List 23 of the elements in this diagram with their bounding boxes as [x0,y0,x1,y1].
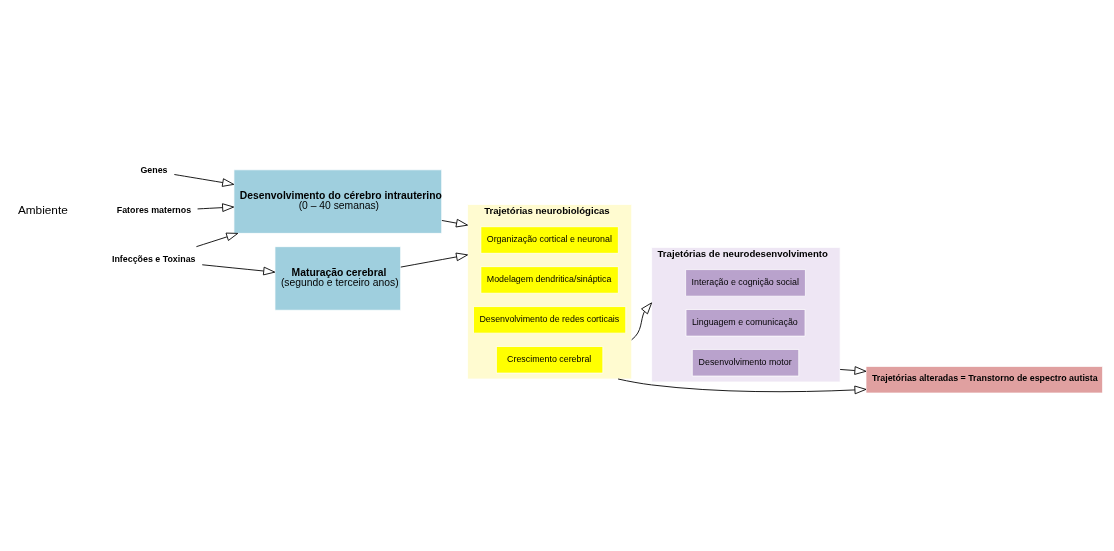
node-box: Modelagem dendritica/sináptica [480,266,619,294]
arrow [195,232,239,248]
arrow [400,252,468,268]
arrow [839,366,867,375]
arrow [173,174,235,187]
arrow [201,264,276,276]
node-box: Desenvolvimento de redes corticais [473,306,627,334]
node-box: Organização cortical e neuronal [480,226,619,254]
node-text: Genes [140,164,168,175]
arrow [631,302,653,341]
node-box: Interação e cognição social [685,269,806,297]
node-box: Desenvolvimento motor [691,349,800,377]
node-text: Fatores maternos [116,204,192,215]
label: Ambiente [17,202,68,217]
arrow [617,378,867,395]
node-box: Maturação cerebral (segundo e terceiro anos) [274,246,401,311]
node-box: Linguagem e comunicação [685,309,806,337]
node-box: Trajetórias alteradas = Transtorno de espectro autista [865,366,1103,394]
arrow [441,218,468,228]
node-box: Crescimento cerebral [496,346,604,374]
arrow [197,203,235,212]
node-box: Desenvolvimento do cérebro intrauterino (0 – 40 semanas) [233,169,443,234]
node-text: Infecções e Toxinas [111,253,196,264]
